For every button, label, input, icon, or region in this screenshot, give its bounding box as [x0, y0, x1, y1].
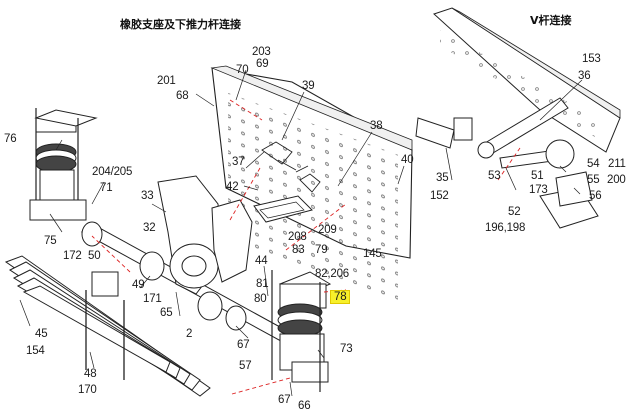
part-label-66: 66 — [298, 400, 311, 412]
part-label-38: 38 — [370, 120, 383, 132]
part-label-170: 170 — [78, 384, 97, 396]
part-label-40: 40 — [401, 154, 414, 166]
part-label-50: 50 — [88, 250, 101, 262]
part-label-45: 45 — [35, 328, 48, 340]
part-label-56: 56 — [589, 190, 602, 202]
part-label-70: 70 — [236, 64, 249, 76]
part-label-65: 65 — [160, 307, 173, 319]
part-label-172: 172 — [63, 250, 82, 262]
part-label-76: 76 — [4, 133, 17, 145]
part-label-81: 81 — [256, 278, 269, 290]
plate-42-inner — [259, 201, 305, 219]
leader-lines — [19, 69, 583, 397]
part-label-2: 2 — [186, 328, 193, 340]
part-label-54: 54 — [587, 158, 600, 170]
part-label-79: 79 — [315, 244, 328, 256]
part-label-37: 37 — [232, 156, 245, 168]
part-label-173: 173 — [529, 184, 548, 196]
plate-42 — [253, 195, 313, 223]
part-label-51: 51 — [531, 170, 544, 182]
part-label-53: 53 — [488, 170, 501, 182]
part-label-52: 52 — [508, 206, 521, 218]
frame-rail-plate — [210, 65, 413, 305]
part-label-201: 201 — [157, 75, 176, 87]
right-rubber-mount — [271, 270, 332, 392]
part-label-203: 203 — [252, 46, 271, 58]
left-section-title: 橡胶支座及下推力杆连接 — [120, 18, 241, 31]
part-label-67-lower: 67 — [278, 394, 291, 406]
part-label-211: 211 — [608, 158, 626, 170]
leaf-spring — [4, 255, 211, 397]
part-label-73: 73 — [340, 343, 353, 355]
part-label-71: 71 — [100, 182, 113, 194]
part-label-208: 208 — [288, 231, 307, 243]
part-label-80: 80 — [254, 293, 267, 305]
v-rod-frame-plate — [415, 7, 621, 229]
part-label-48: 48 — [84, 368, 97, 380]
part-label-154: 154 — [26, 345, 45, 357]
part-label-36: 36 — [578, 70, 591, 82]
part-label-33: 33 — [141, 190, 154, 202]
part-label-42: 42 — [226, 181, 239, 193]
part-label-204-205: 204/205 — [92, 166, 133, 178]
dashed-link-lines — [91, 99, 521, 395]
part-label-49: 49 — [132, 279, 145, 291]
part-label-200: 200 — [607, 174, 626, 186]
part-label-32: 32 — [143, 222, 156, 234]
part-label-57: 57 — [239, 360, 252, 372]
part-label-39: 39 — [302, 80, 315, 92]
part-label-153: 153 — [582, 53, 601, 65]
right-section-title: V杆连接 — [530, 14, 572, 27]
part-label-67-upper: 67 — [237, 339, 250, 351]
part-label-145: 145 — [363, 248, 382, 260]
part-label-35: 35 — [436, 172, 449, 184]
left-rubber-mount — [29, 108, 98, 221]
part-label-75: 75 — [44, 235, 57, 247]
part-label-196-198: 196,198 — [485, 222, 526, 234]
part-label-69: 69 — [256, 58, 269, 70]
part-label-68: 68 — [176, 90, 189, 102]
part-label-152: 152 — [430, 190, 449, 202]
part-label-78-highlighted: 78 — [330, 290, 351, 304]
part-label-209: 209 — [318, 224, 337, 236]
part-label-83: 83 — [292, 244, 305, 256]
part-label-55: 55 — [587, 174, 600, 186]
part-label-44: 44 — [255, 255, 268, 267]
part-label-171: 171 — [143, 293, 162, 305]
part-label-82-206: 82,206 — [315, 268, 349, 280]
center-bracket — [157, 175, 253, 295]
